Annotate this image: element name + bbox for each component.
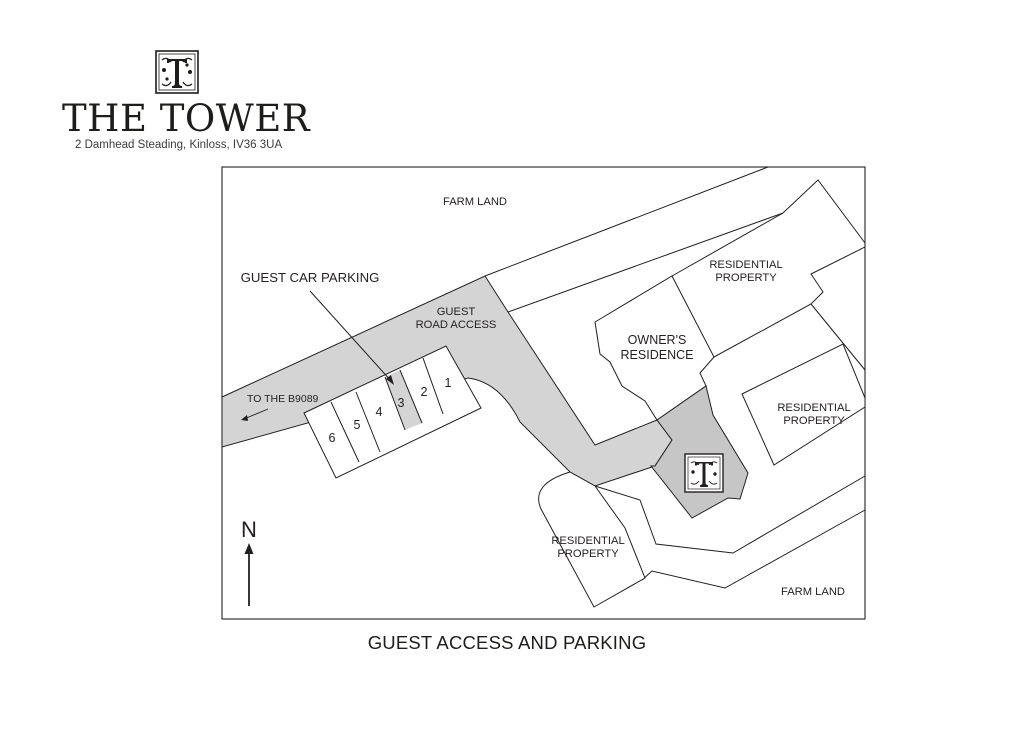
guest-road-access-label-1: GUEST	[437, 306, 476, 318]
parking-space-6: 6	[329, 431, 336, 445]
north-label: N	[241, 517, 257, 542]
residential-property-ne	[671, 179, 866, 358]
parking-space-3: 3	[398, 396, 405, 410]
direction-arrow-icon	[241, 408, 269, 421]
farm-land-north-label: FARM LAND	[443, 196, 507, 208]
parking-space-3-highlight	[385, 370, 422, 430]
residential-e-label-1: RESIDENTIAL	[777, 402, 850, 414]
tower-location-icon	[684, 453, 724, 493]
parking-space-4: 4	[376, 405, 383, 419]
guest-road-access-label-2: ROAD ACCESS	[416, 319, 497, 331]
farm-land-south-label: FARM LAND	[781, 586, 845, 598]
parking-space-numbers: 1 2 3 4 5 6	[329, 376, 452, 445]
owners-residence-label-2: RESIDENCE	[621, 348, 694, 362]
residential-property-e	[741, 343, 866, 466]
guest-car-parking-pointer	[309, 290, 393, 383]
upper-road-outline	[484, 166, 784, 313]
to-b9089-label: TO THE B9089	[247, 393, 319, 405]
residential-s-label-2: PROPERTY	[557, 548, 619, 560]
parking-space-2: 2	[421, 385, 428, 399]
map-caption: GUEST ACCESS AND PARKING	[367, 632, 647, 653]
north-arrow-icon	[244, 543, 254, 606]
guest-car-parking-label: GUEST CAR PARKING	[241, 270, 380, 285]
owners-residence-label-1: OWNER'S	[628, 333, 687, 347]
ornamental-letter-t-logo-icon	[155, 50, 199, 94]
parking-space-5: 5	[354, 418, 361, 432]
lower-lane-outline	[594, 475, 866, 589]
brand-address: 2 Damhead Steading, Kinloss, IV36 3UA	[75, 139, 283, 151]
residential-property-s	[538, 471, 646, 608]
the-tower-building	[649, 385, 749, 519]
residential-s-label-1: RESIDENTIAL	[551, 535, 624, 547]
residential-ne-label-2: PROPERTY	[715, 272, 777, 284]
parking-space-1: 1	[445, 376, 452, 390]
residential-ne-label-1: RESIDENTIAL	[709, 259, 782, 271]
parking-area	[303, 345, 482, 479]
brand-title: THE TOWER	[62, 97, 311, 140]
residential-e-label-2: PROPERTY	[783, 415, 845, 427]
